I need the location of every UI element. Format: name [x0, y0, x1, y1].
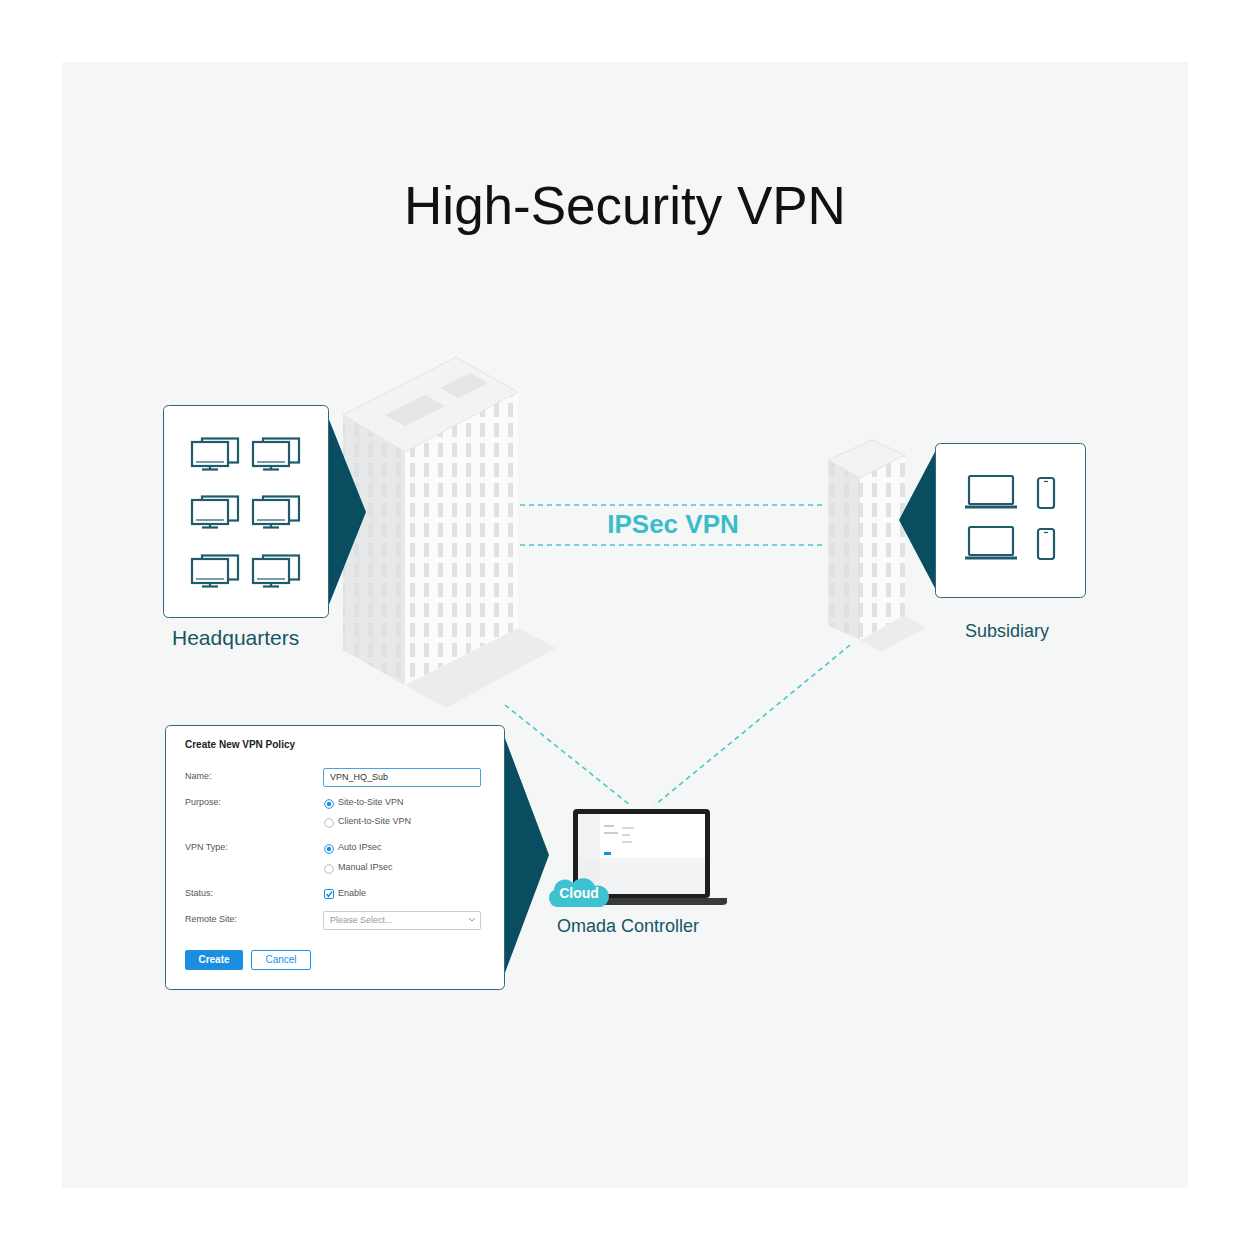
subsidiary-panel [965, 527, 1017, 558]
policy-form-panel [166, 726, 550, 990]
vpn-connector [655, 645, 850, 805]
node-text: Name: [185, 771, 212, 781]
policy-form-panel [325, 819, 334, 828]
policy-form-panel [325, 865, 334, 874]
hq-panel [253, 439, 299, 470]
subsidiary-panel [899, 444, 1086, 598]
subsidiary-building [860, 455, 905, 640]
text-input: VPN_HQ_Sub [323, 768, 481, 787]
policy-form-panel [503, 733, 549, 978]
policy-form-panel [327, 802, 331, 806]
laptop [622, 827, 634, 829]
node-text: Create [198, 954, 229, 966]
subsidiary-panel [1038, 529, 1054, 559]
node-text: VPN Type: [185, 842, 228, 852]
node-text: Headquarters [172, 626, 299, 650]
dashed-link [520, 504, 826, 506]
policy-form-panel [327, 892, 333, 897]
subsidiary-panel [936, 444, 1086, 598]
node-text: Create New VPN Policy [185, 739, 295, 751]
hq-panel [253, 497, 299, 528]
hq-panel [253, 556, 299, 587]
laptop [622, 841, 632, 843]
subsidiary-building [860, 455, 905, 640]
laptop [604, 825, 614, 827]
dashed-link [655, 645, 850, 805]
hq-panel [164, 406, 367, 618]
subsidiary-panel [1038, 478, 1054, 508]
policy-form-panel [327, 847, 331, 851]
dashed-link [520, 544, 826, 546]
policy-form-panel [325, 800, 334, 809]
hq-panel [192, 439, 238, 470]
node-text: VPN_HQ_Sub [330, 772, 388, 782]
primary-button: Create [185, 950, 243, 970]
hq-building [343, 357, 556, 708]
subsidiary-building [828, 460, 860, 640]
node-text: Status: [185, 888, 213, 898]
node-text: Enable [338, 888, 366, 898]
hq-panel [326, 412, 366, 612]
vpn-connector [505, 705, 630, 805]
node-text: Auto IPsec [338, 842, 382, 852]
site-group: Subsidiary [826, 440, 1088, 645]
controller-group: Omada Controller Cloud [548, 805, 733, 940]
hq-building [385, 395, 445, 426]
select-input: Please Select... [323, 911, 481, 930]
site-group: Headquarters [163, 405, 520, 705]
hq-panel [192, 556, 238, 587]
node-text: Client-to-Site VPN [338, 816, 411, 826]
dashed-link [505, 705, 630, 805]
hq-building [343, 415, 405, 685]
hq-building [343, 357, 518, 452]
node-text: Omada Controller [557, 916, 699, 937]
node-text: Purpose: [185, 797, 221, 807]
hq-building [343, 415, 405, 685]
node-text: Subsidiary [965, 621, 1049, 642]
vpn-connector [520, 505, 826, 545]
subsidiary-building [828, 460, 860, 640]
node-text: Cloud [559, 885, 599, 901]
diagram-title: High-Security VPN [0, 176, 1250, 237]
subsidiary-panel [965, 476, 1017, 507]
cloud-badge: Cloud [548, 877, 610, 907]
node-text: Manual IPsec [338, 862, 393, 872]
hq-building [440, 373, 488, 398]
policy-form-panel [166, 726, 505, 990]
policy-form-panel [325, 845, 334, 854]
subsidiary-panel [899, 448, 937, 592]
node-text: Please Select... [330, 915, 393, 925]
laptop [622, 834, 630, 836]
laptop [604, 832, 618, 834]
hq-panel [192, 497, 238, 528]
form-panel: Create New VPN PolicyName: Purpose: Site-t… [165, 725, 505, 990]
laptop [604, 852, 611, 855]
subsidiary-building [828, 440, 905, 478]
node-text: Cancel [265, 954, 296, 966]
cloud-outline [549, 878, 609, 907]
laptop [560, 809, 727, 905]
edge-label: IPSec VPN [601, 510, 745, 540]
laptop [578, 814, 705, 894]
policy-form-panel [469, 918, 475, 921]
subsidiary-building [828, 440, 925, 652]
node-text: Site-to-Site VPN [338, 797, 404, 807]
hq-panel [164, 406, 329, 618]
secondary-button: Cancel [251, 950, 311, 970]
node-text: Remote Site: [185, 914, 237, 924]
policy-form-panel [325, 890, 334, 899]
